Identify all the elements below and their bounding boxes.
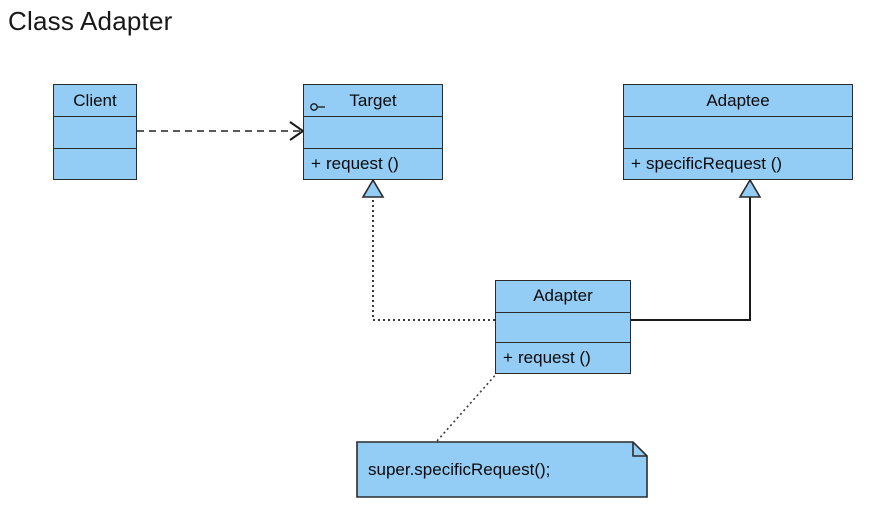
class-box-adaptee[interactable]: Adaptee + specificRequest ()	[623, 84, 853, 180]
class-name-compartment: Client	[54, 85, 136, 116]
relationship-adapter-target	[361, 178, 495, 321]
class-attributes-compartment	[54, 116, 136, 147]
operation-visibility: +	[311, 153, 321, 173]
relationship-adapter-adaptee	[631, 178, 762, 321]
class-name-compartment: Adaptee	[624, 85, 852, 116]
interface-lollipop-icon	[310, 96, 327, 111]
class-name-label: Adapter	[533, 286, 593, 306]
note-box-super-specific-request[interactable]: super.specificRequest();	[356, 441, 648, 498]
relationship-adapter-note	[436, 371, 499, 442]
class-operations-compartment: + request ()	[496, 342, 630, 373]
class-name-compartment: Adapter	[496, 281, 630, 312]
class-box-client[interactable]: Client	[53, 84, 137, 180]
operation-signature: request ()	[518, 348, 591, 368]
class-attributes-compartment	[304, 116, 442, 147]
class-name-label: Target	[349, 90, 397, 110]
class-operations-compartment	[54, 147, 136, 179]
class-operations-compartment: + specificRequest ()	[624, 147, 852, 179]
class-attributes-compartment	[624, 116, 852, 147]
operation-signature: specificRequest ()	[646, 153, 783, 173]
relationship-client-target	[137, 121, 305, 141]
class-name-compartment: Target	[304, 85, 442, 116]
note-shape	[356, 441, 648, 498]
class-operations-compartment: + request ()	[304, 147, 442, 179]
class-box-target[interactable]: Target + request ()	[303, 84, 443, 180]
note-text: super.specificRequest();	[368, 459, 551, 479]
class-name-label: Adaptee	[706, 90, 770, 110]
operation-visibility: +	[503, 348, 513, 368]
page-title: Class Adapter	[8, 6, 173, 36]
operation-visibility: +	[631, 153, 641, 173]
class-box-adapter[interactable]: Adapter + request ()	[495, 280, 631, 374]
class-name-label: Client	[73, 90, 117, 110]
class-attributes-compartment	[496, 311, 630, 343]
operation-signature: request ()	[326, 153, 399, 173]
